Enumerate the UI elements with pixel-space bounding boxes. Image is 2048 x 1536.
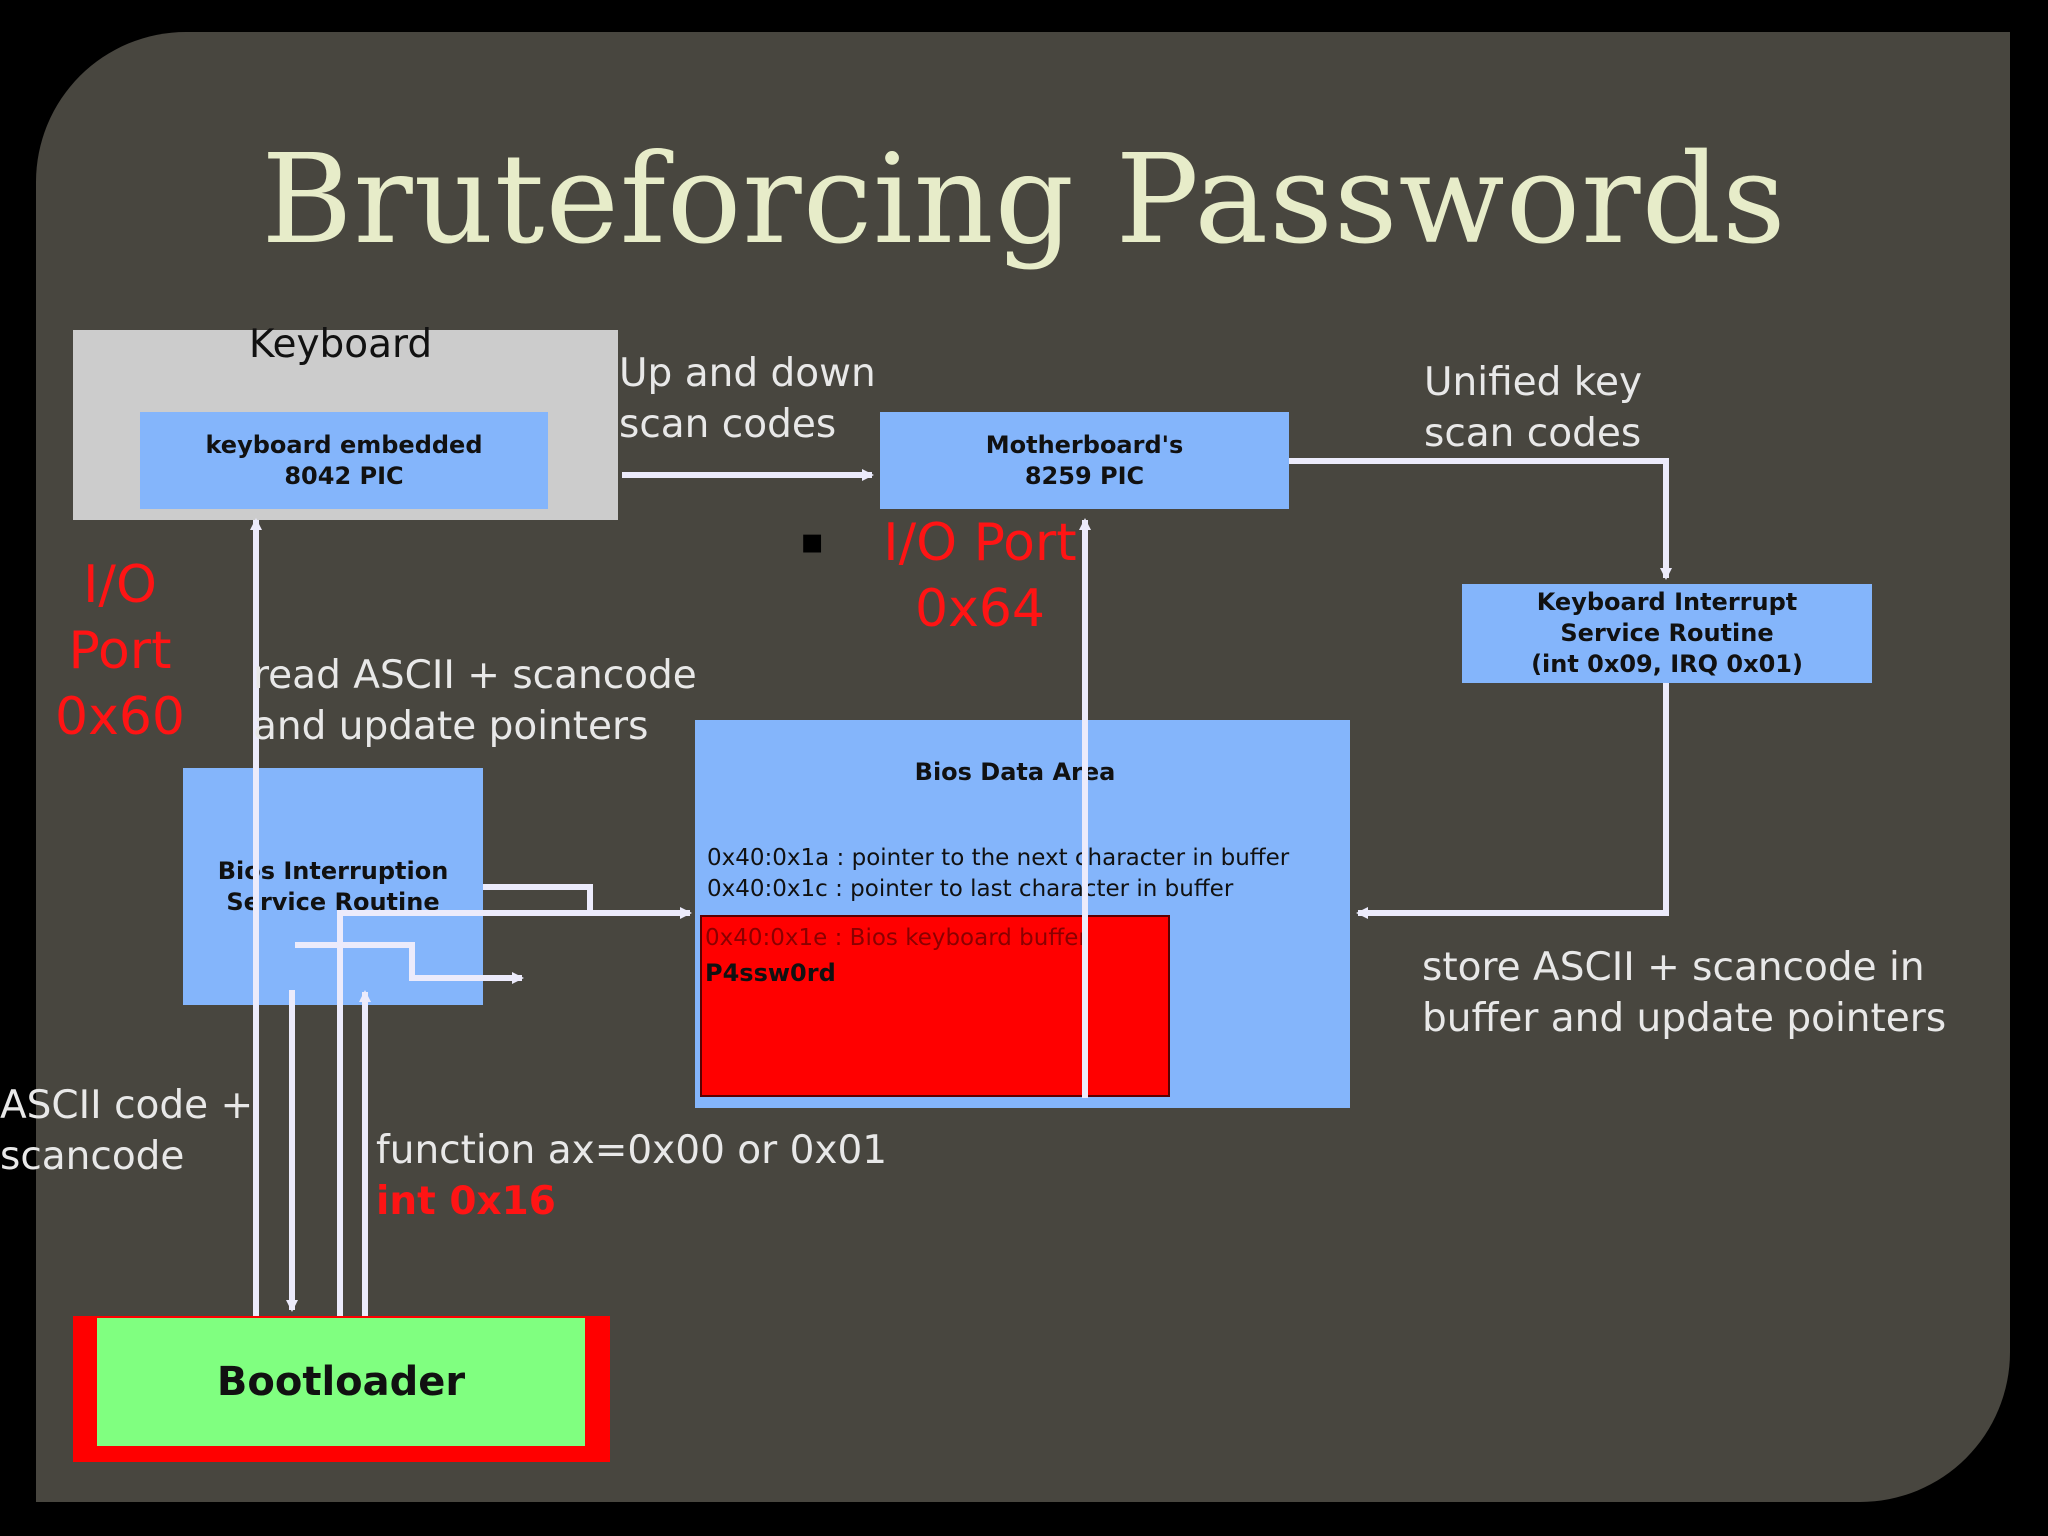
keyboard-isr-line2: Service Routine — [1560, 619, 1774, 647]
io-port-0x64-line2: 0x64 — [914, 579, 1046, 639]
keyboard-isr-node: Keyboard Interrupt Service Routine (int … — [1462, 584, 1872, 683]
io-port-0x64-line1: I/O Port — [883, 513, 1077, 573]
keyboard-pic-line2: 8042 PIC — [284, 461, 404, 490]
label-read-line1: read ASCII + scancode — [253, 653, 697, 698]
label-store-line1: store ASCII + scancode in — [1422, 945, 1925, 990]
label-up-down-line1: Up and down — [619, 351, 876, 396]
keyboard-pic-line1: keyboard embedded — [205, 430, 483, 459]
label-read: read ASCII + scancode and update pointer… — [253, 650, 697, 752]
keyboard-isr-line1: Keyboard Interrupt — [1536, 588, 1798, 616]
io-port-0x60-line2: Port — [68, 621, 172, 681]
keyboard-label: Keyboard — [248, 322, 433, 367]
keyboard-buffer-label: 0x40:0x1e : Bios keyboard buffer — [705, 925, 1088, 951]
bullet-mark: ▪ — [800, 521, 825, 562]
label-unified-line2: scan codes — [1424, 411, 1642, 456]
keyboard-isr-line3: (int 0x09, IRQ 0x01) — [1531, 650, 1803, 678]
bios-data-area-ptr1: 0x40:0x1a : pointer to the next characte… — [707, 845, 1290, 871]
label-ascii-line1: ASCII code + — [0, 1083, 254, 1128]
io-port-0x60-line1: I/O — [83, 555, 157, 615]
bootloader-node: Bootloader — [97, 1318, 585, 1446]
label-function-line1: function ax=0x00 or 0x01 — [376, 1128, 888, 1173]
edge-isr-to-bios-data — [1356, 683, 1669, 919]
io-port-0x60-line3: 0x60 — [54, 687, 186, 747]
label-up-down-line2: scan codes — [619, 402, 837, 447]
motherboard-pic-node: Motherboard's 8259 PIC — [880, 412, 1289, 509]
label-unified-line1: Unified key — [1424, 360, 1643, 405]
slide-title: Bruteforcing Passwords — [261, 128, 1787, 272]
label-function-line2: int 0x16 — [376, 1179, 556, 1224]
edge-bios-isr-return — [295, 942, 524, 984]
label-read-line2: and update pointers — [253, 704, 649, 749]
label-store-line2: buffer and update pointers — [1422, 996, 1947, 1041]
label-function: function ax=0x00 or 0x01 int 0x16 — [376, 1125, 887, 1227]
edge-bootloader-to-data-area — [337, 910, 690, 1316]
keyboard-buffer-node — [700, 915, 1170, 1097]
edge-motherboard-to-isr — [1289, 458, 1672, 580]
label-ascii-line2: scancode — [0, 1134, 185, 1179]
label-store: store ASCII + scancode in buffer and upd… — [1422, 942, 1946, 1044]
keyboard-pic-node: keyboard embedded 8042 PIC — [140, 412, 548, 509]
motherboard-pic-line2: 8259 PIC — [1024, 461, 1145, 490]
label-ascii: ASCII code + scancode — [0, 1080, 253, 1182]
label-unified: Unified key scan codes — [1424, 357, 1642, 459]
keyboard-buffer-content: P4ssw0rd — [705, 959, 836, 987]
io-port-0x64: I/O Port 0x64 — [865, 510, 1095, 642]
bios-data-area-title: Bios Data Area — [914, 758, 1116, 786]
label-up-down: Up and down scan codes — [619, 348, 876, 450]
io-port-0x60: I/O Port 0x60 — [48, 552, 192, 750]
bios-data-area-ptr2: 0x40:0x1c : pointer to last character in… — [707, 876, 1234, 902]
motherboard-pic-line1: Motherboard's — [985, 430, 1184, 459]
edge-bios-isr-to-data-area — [483, 884, 692, 919]
bootloader-label: Bootloader — [216, 1359, 466, 1405]
